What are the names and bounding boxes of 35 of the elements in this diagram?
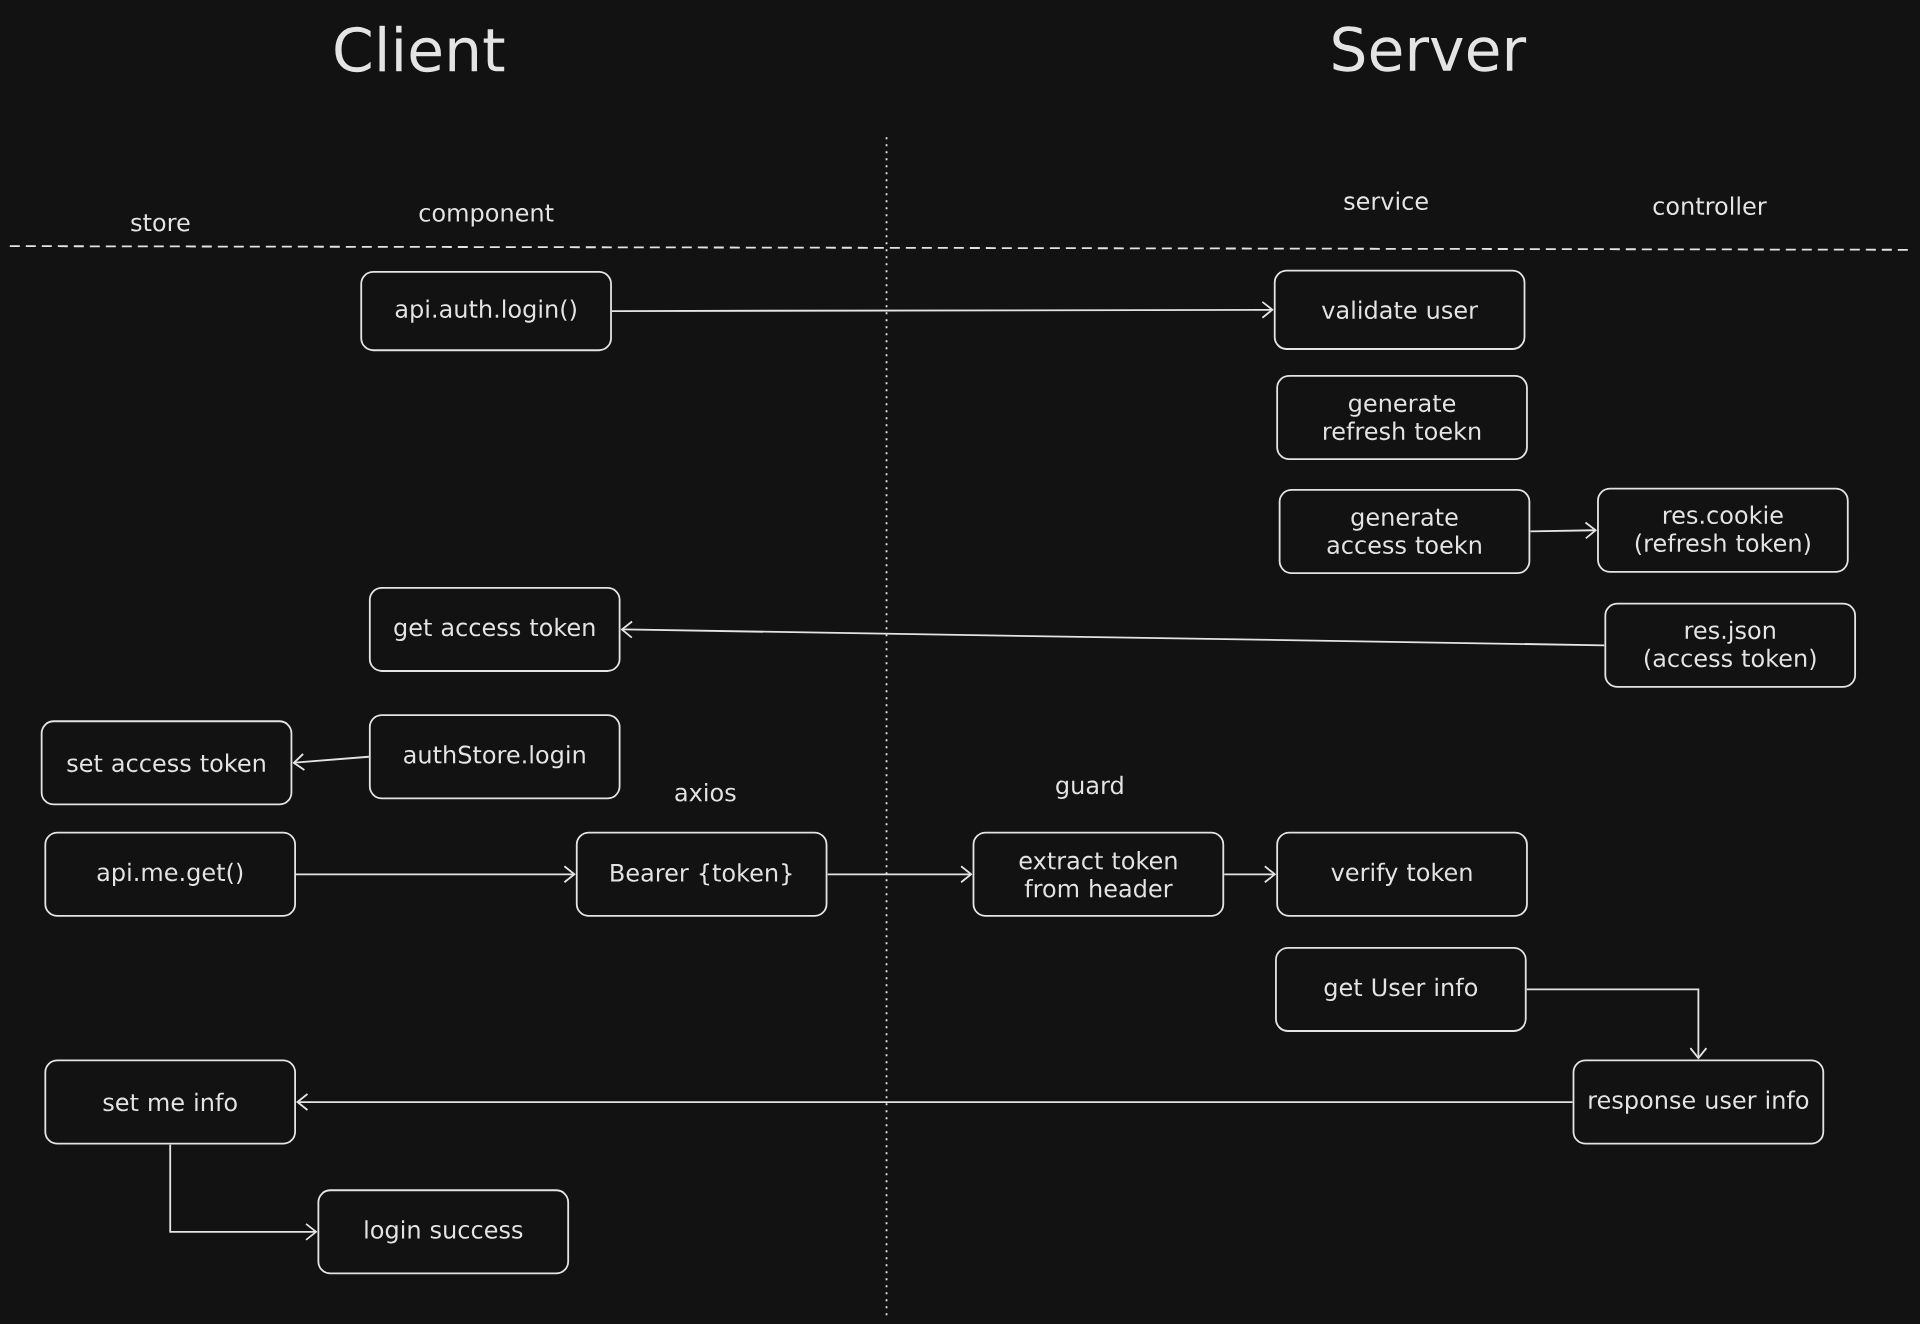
arrow xyxy=(169,1143,318,1241)
column-heading: Client xyxy=(335,25,505,73)
arrow xyxy=(1525,988,1708,1060)
arrow xyxy=(1223,865,1277,884)
lane-label: guard xyxy=(1056,775,1123,799)
arrow xyxy=(296,1093,1574,1111)
process-box: res.json (access token) xyxy=(1604,602,1857,688)
lane-label: axios xyxy=(675,783,736,802)
arrow xyxy=(611,300,1274,319)
arrow xyxy=(295,865,576,884)
process-box: extract token from header xyxy=(972,831,1225,917)
process-box: api.auth.login() xyxy=(360,270,612,352)
arrow xyxy=(292,753,370,771)
process-box: get access token xyxy=(368,586,621,672)
lane-label: service xyxy=(1344,191,1428,211)
process-box: login success xyxy=(317,1189,570,1275)
arrow xyxy=(826,865,973,884)
process-box: authStore.login xyxy=(368,714,621,800)
process-box: set me info xyxy=(44,1059,296,1145)
process-box: res.cookie (refresh token) xyxy=(1597,487,1849,573)
process-box: generate refresh toekn xyxy=(1276,375,1528,461)
process-box: get User info xyxy=(1275,946,1527,1032)
lane-label: controller xyxy=(1653,196,1767,215)
process-box: verify token xyxy=(1276,831,1528,917)
process-box: validate user xyxy=(1273,269,1526,350)
arrow xyxy=(620,620,1606,647)
process-box: Bearer {token} xyxy=(575,831,828,917)
arrow xyxy=(1529,521,1598,540)
process-box: set access token xyxy=(40,720,293,806)
process-box: response user info xyxy=(1572,1059,1825,1145)
lane-label: store xyxy=(131,214,190,232)
lane-label: component xyxy=(419,204,554,227)
process-box: generate access toekn xyxy=(1278,488,1531,574)
process-box: api.me.get() xyxy=(44,831,296,917)
column-heading: Server xyxy=(1333,26,1527,72)
